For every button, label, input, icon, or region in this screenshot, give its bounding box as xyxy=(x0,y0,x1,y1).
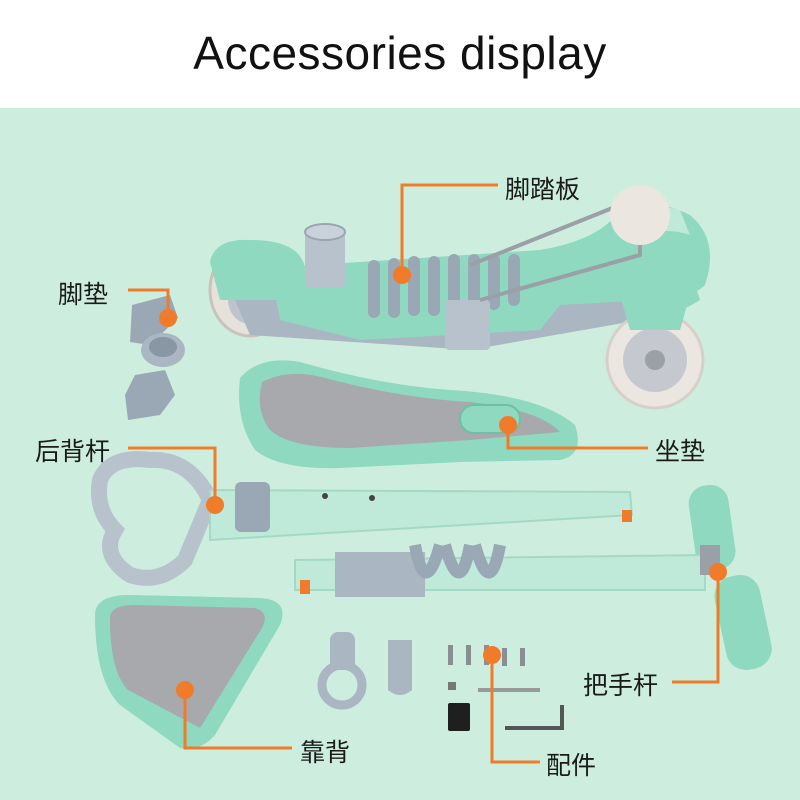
label-handlebar: 把手杆 xyxy=(583,671,659,700)
fittings xyxy=(317,632,564,731)
label-foot-pad: 脚垫 xyxy=(58,280,109,309)
label-backrest: 靠背 xyxy=(300,738,351,767)
callout-lines xyxy=(128,183,720,764)
page-title: Accessories display xyxy=(193,27,607,79)
back-rod xyxy=(91,451,634,586)
label-footboard: 脚踏板 xyxy=(505,175,581,204)
label-seat-cushion: 坐垫 xyxy=(655,437,706,466)
seat-cushion xyxy=(239,360,578,469)
scooter-deck xyxy=(208,185,710,410)
label-back-rod: 后背杆 xyxy=(35,437,111,466)
backrest xyxy=(95,595,283,749)
handlebar xyxy=(294,484,772,671)
label-fittings: 配件 xyxy=(546,751,597,780)
header: Accessories display xyxy=(0,0,800,108)
foot-pads xyxy=(125,295,185,420)
callout-dots xyxy=(159,266,727,699)
